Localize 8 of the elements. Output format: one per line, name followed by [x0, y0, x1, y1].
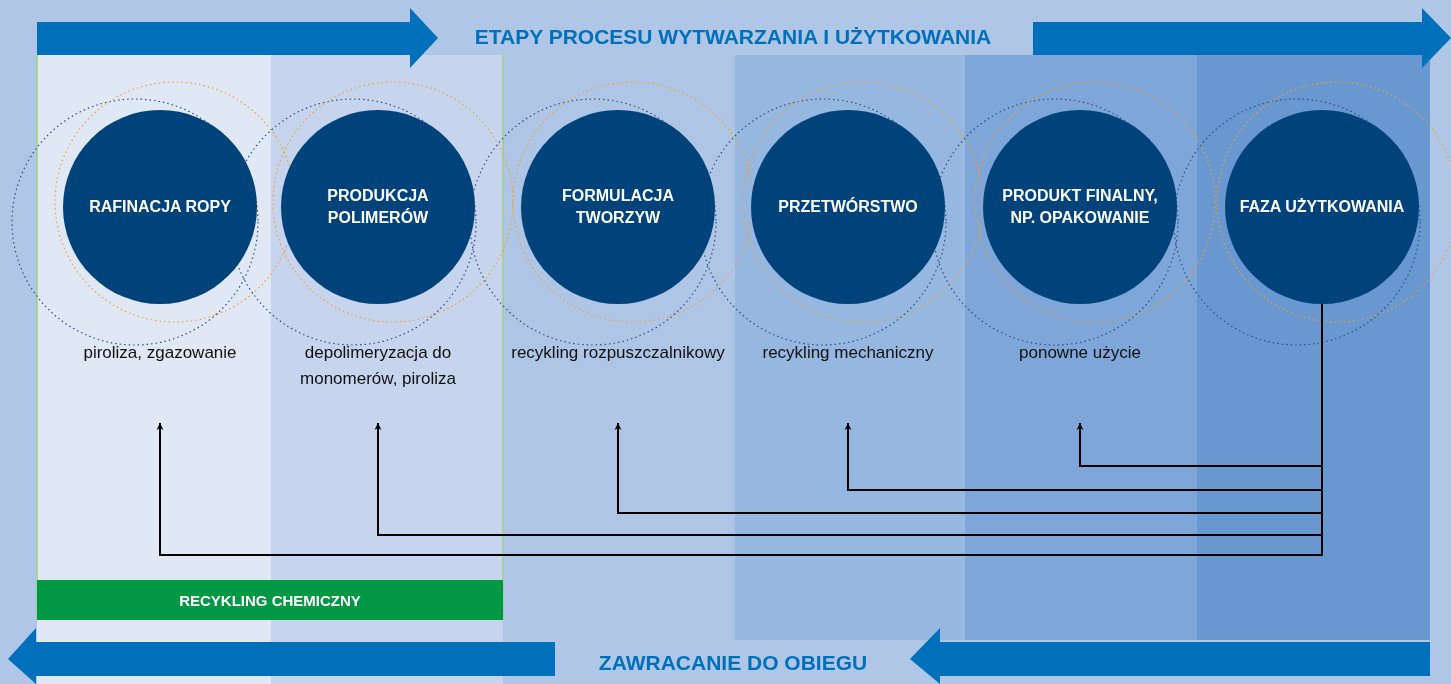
recycling-method: piroliza, zgazowanie [83, 342, 237, 364]
recycling-method: ponowne użycie [1019, 342, 1141, 364]
recycling-method: recykling mechaniczny [762, 342, 934, 364]
recycling-method: recykling rozpuszczalnikowy [511, 342, 725, 364]
recycling-method: depolimeryzacja do monomerów, piroliza [299, 342, 457, 390]
bottom-label: ZAWRACANIE DO OBIEGU [598, 651, 868, 675]
diagram-title: ETAPY PROCESU WYTWARZANIA I UŻYTKOWANIA [474, 25, 992, 49]
category-band: RECYKLING CHEMICZNY [37, 580, 503, 620]
